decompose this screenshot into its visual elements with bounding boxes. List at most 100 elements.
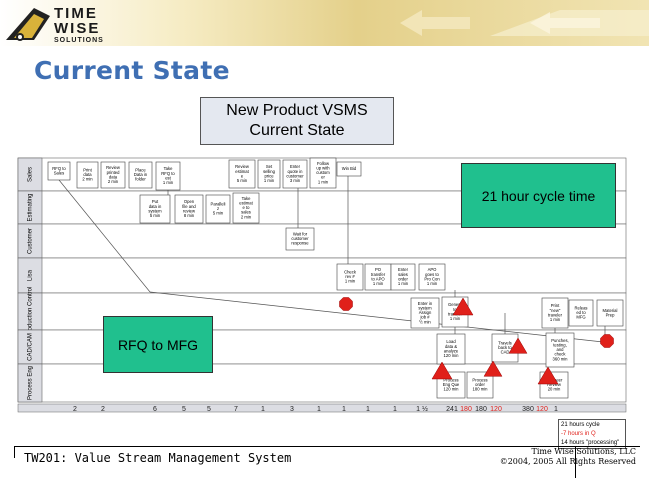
footer-copyright-block: Time Wise Solutions, LLC ©2004, 2005 All… (440, 447, 636, 467)
cycle-time-callout: 21 hour cycle time (461, 163, 616, 228)
activity-text: Enter (290, 164, 301, 169)
activity-text: "new" (550, 308, 561, 313)
activity-text: sales (241, 210, 251, 215)
footer-vertical-rule (575, 446, 576, 478)
queue-triangle-icon (483, 360, 503, 377)
swimlane-label: Production Control (28, 287, 34, 337)
timeline-value: 1 (366, 406, 370, 413)
activity-text: 180 min (473, 387, 489, 392)
activity-text: data in (149, 204, 162, 209)
activity-text: Travels (498, 341, 512, 346)
activity-text: Set (266, 164, 273, 169)
timeline-value: 1 (261, 406, 265, 413)
swimlane-row: Customer (17, 223, 627, 259)
flow-connector (149, 291, 613, 344)
timeline-value: 380 (522, 406, 534, 413)
activity-text: 1 min (450, 316, 461, 321)
timeline-value: 3 (290, 406, 294, 413)
activity-text: Take (242, 196, 252, 201)
activity-text: folder (135, 177, 146, 182)
activity-text: quote in (288, 169, 304, 174)
activity-text: 2 min (82, 177, 93, 182)
activity-text: Paralleli (211, 202, 226, 207)
footer-divider (14, 446, 640, 447)
footer-course-title: TW201: Value Stream Management System (24, 451, 292, 465)
activity-text: up with (316, 166, 330, 171)
activity-text: 1 min (318, 179, 329, 184)
activity-text: printed (107, 170, 120, 175)
summary-line-3: 14 hours "processing" (561, 440, 620, 446)
activity-text: customer (286, 173, 304, 178)
activity-text: CAD (501, 350, 510, 355)
activity-text: order (475, 382, 485, 387)
queue-triangle-icon (431, 361, 453, 380)
activity-text: Pro Con (424, 276, 440, 281)
activity-text: Place (135, 168, 146, 173)
swimlane-label: CAD/CAM (28, 333, 34, 361)
activity-text: transfer (371, 272, 386, 277)
queue-triangle-icon (452, 297, 474, 316)
activity-text: estimat (235, 169, 249, 174)
flow-connectors (58, 176, 613, 344)
arrow-decoration (400, 10, 649, 36)
activity-text: selling (263, 169, 276, 174)
logo-word-time: TIME (54, 5, 98, 22)
timeline-value: 5 (207, 406, 211, 413)
activity-text: job # (419, 315, 430, 320)
footer-company: Time Wise Solutions, LLC (531, 447, 636, 456)
activity-text: back to (498, 345, 512, 350)
activity-text: Punches, (551, 338, 568, 343)
timeline-value: 1 (342, 406, 346, 413)
activity-text: te (453, 307, 457, 312)
activity-text: Load (446, 339, 456, 344)
activity-text: custom (316, 170, 330, 175)
activity-text: er (321, 175, 325, 180)
activity-text: 120 min (444, 387, 460, 392)
activity-text: Process (443, 378, 458, 383)
timeline-value: 120 (490, 406, 502, 413)
timeline-value: 1 (317, 406, 321, 413)
swimlane-label: Lisa (28, 269, 34, 281)
activity-text: MFG (576, 315, 585, 320)
activity-text: Put (152, 199, 159, 204)
diagram-title-box: New Product VSMS Current State (200, 97, 394, 145)
activity-text: rev # (345, 274, 355, 279)
activity-text: Material (603, 308, 618, 313)
activity-text: 1 min (163, 180, 174, 185)
activity-text: e (241, 173, 244, 178)
activity-text: Assign (419, 310, 432, 315)
activity-text: data & (445, 344, 457, 349)
activity-text: 1 min (373, 281, 384, 286)
swimlane-label: Sales (28, 167, 34, 182)
activity-text: Print (551, 303, 560, 308)
timeline-value: 180 (475, 406, 487, 413)
activity-text: system (418, 306, 432, 311)
header-bar: TIME WISE SOLUTIONS (0, 0, 649, 46)
activity-text: PO (375, 267, 382, 272)
activity-text: e to (243, 205, 251, 210)
activity-text: 20 min (548, 387, 561, 392)
activity-text: to APO (371, 276, 385, 281)
activity-text: Sales (54, 170, 64, 175)
activity-text: goes to (425, 272, 439, 277)
activity-text: sales (398, 272, 408, 277)
activity-text: ed to (576, 310, 586, 315)
activity-text: Enter in (418, 301, 433, 306)
activity-text: RFQ to (52, 166, 66, 171)
activity-text: 5 min (213, 211, 224, 216)
activity-text: Enter (398, 267, 409, 272)
slide-title: Current State (34, 56, 230, 85)
